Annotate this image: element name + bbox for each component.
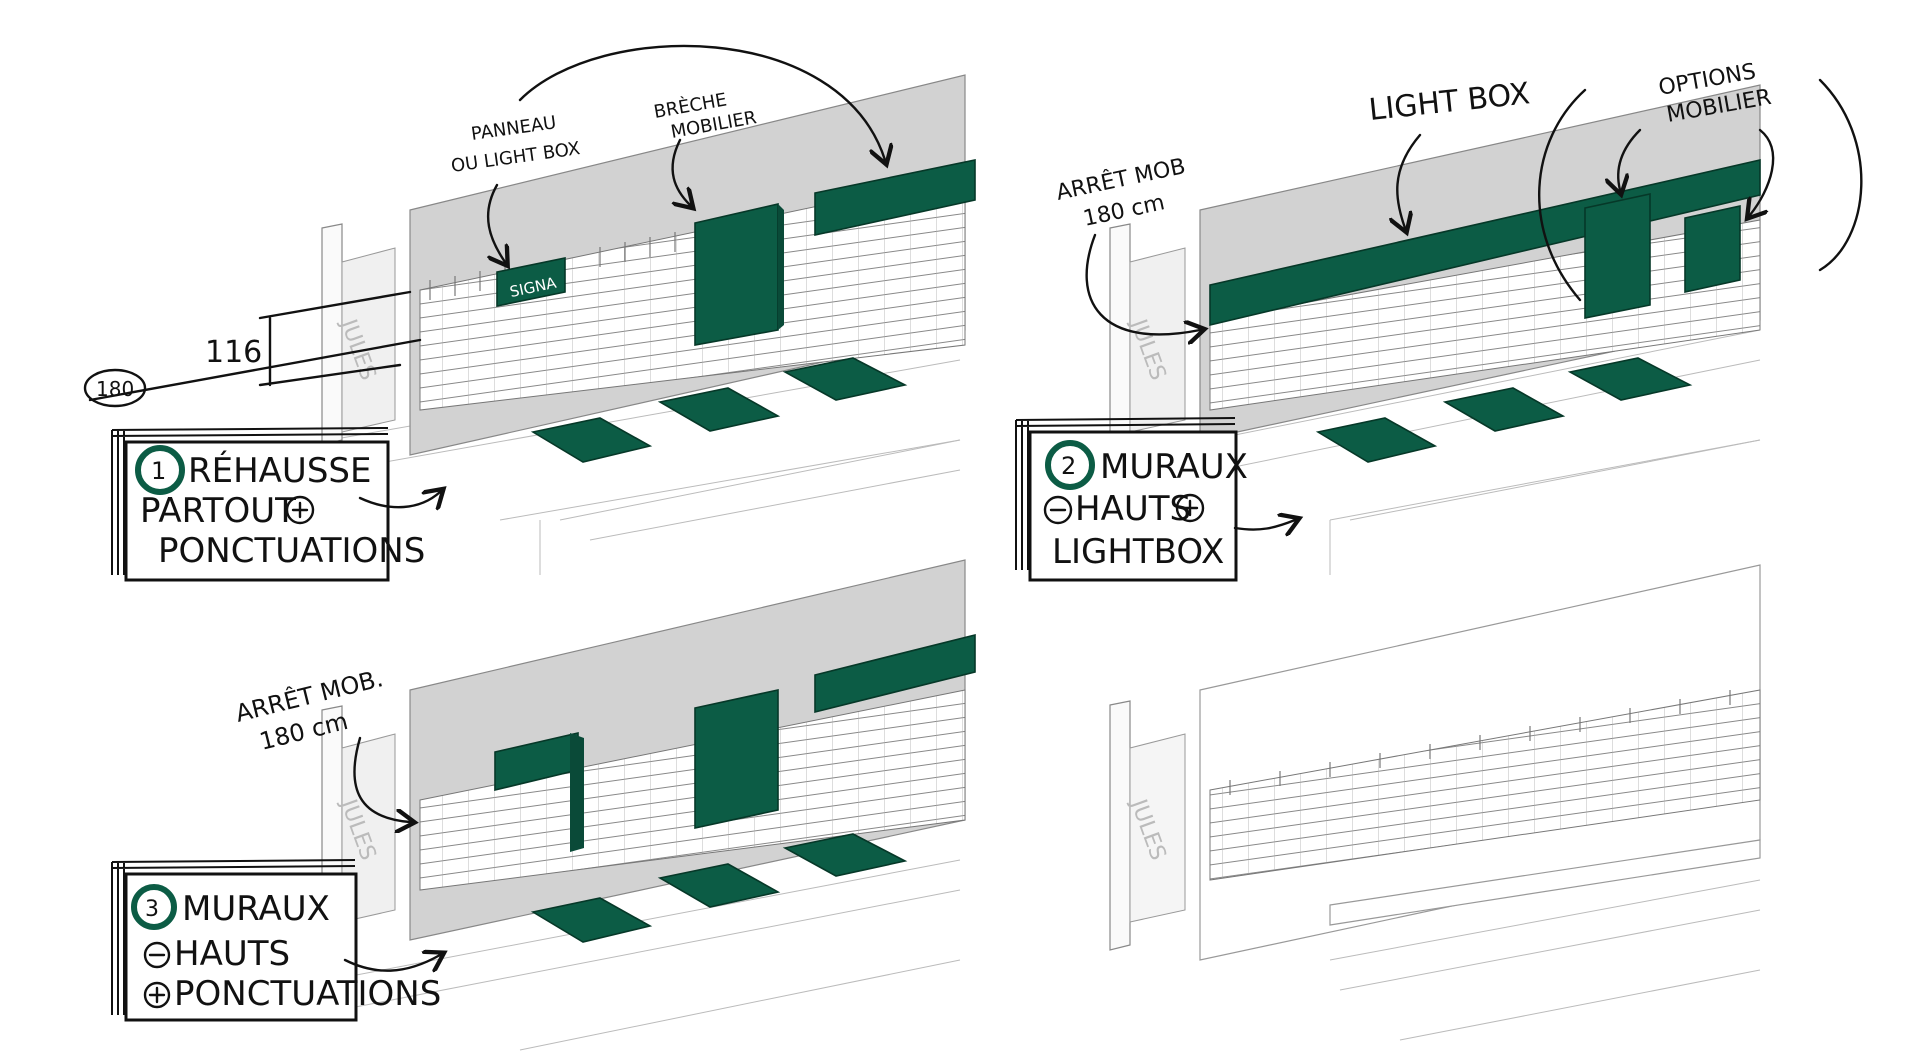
panel-2-number: 2	[1061, 452, 1076, 480]
panel-3-caption-2: HAUTS	[174, 934, 290, 974]
panel-1-sketch: JULES SIGNA 116 180 PANNEAU OU LIGHT BOX…	[85, 46, 975, 580]
panel-1-caption-1: RÉHAUSSE	[188, 450, 371, 491]
panel-3-caption-3: PONCTUATIONS	[174, 974, 441, 1014]
panel-2-note-lightbox: LIGHT BOX	[1367, 76, 1531, 128]
panel-1-dim-116: 116	[205, 335, 262, 370]
panel-2-caption-box: 2 MURAUX HAUTS LIGHTBOX	[1016, 418, 1248, 580]
panel-2-green-small	[1685, 206, 1740, 292]
panel-3-number: 3	[145, 897, 159, 922]
panel-2-green-block	[1585, 194, 1650, 318]
panel-3-green-block	[695, 690, 778, 828]
panel-2-caption-3: LIGHTBOX	[1052, 532, 1224, 572]
panel-1-green-block	[695, 204, 778, 345]
panel-1-caption-3: PONCTUATIONS	[158, 531, 425, 571]
panel-1-caption-2: PARTOUT	[140, 491, 296, 531]
panel-4-sketch: JULES	[1110, 565, 1760, 1040]
panel-1-note-panneau-1: PANNEAU	[470, 112, 558, 145]
panel-2-note-arret-1: ARRÊT MOB	[1054, 153, 1188, 206]
panel-3-caption-1: MURAUX	[182, 889, 330, 929]
panel-2-sketch: JULES LIGHT BOX OPTIONS MOBILIER ARRÊT M…	[1016, 59, 1861, 580]
panel-3-sketch: JULES ARRÊT MOB. 180 cm 3 MURAUX HAUTS P…	[112, 560, 975, 1050]
panel-1-note-panneau-2: OU LIGHT BOX	[450, 138, 582, 177]
panel-2-caption-2: HAUTS	[1075, 489, 1191, 529]
panel-2-platform-b	[1445, 388, 1563, 431]
panel-1-number: 1	[151, 457, 166, 485]
panel-1-dim-180: 180	[96, 377, 134, 401]
panel-2-caption-1: MURAUX	[1100, 447, 1248, 487]
panel-2-platform-a	[1318, 418, 1435, 462]
panel-1-platform-a	[533, 418, 650, 462]
